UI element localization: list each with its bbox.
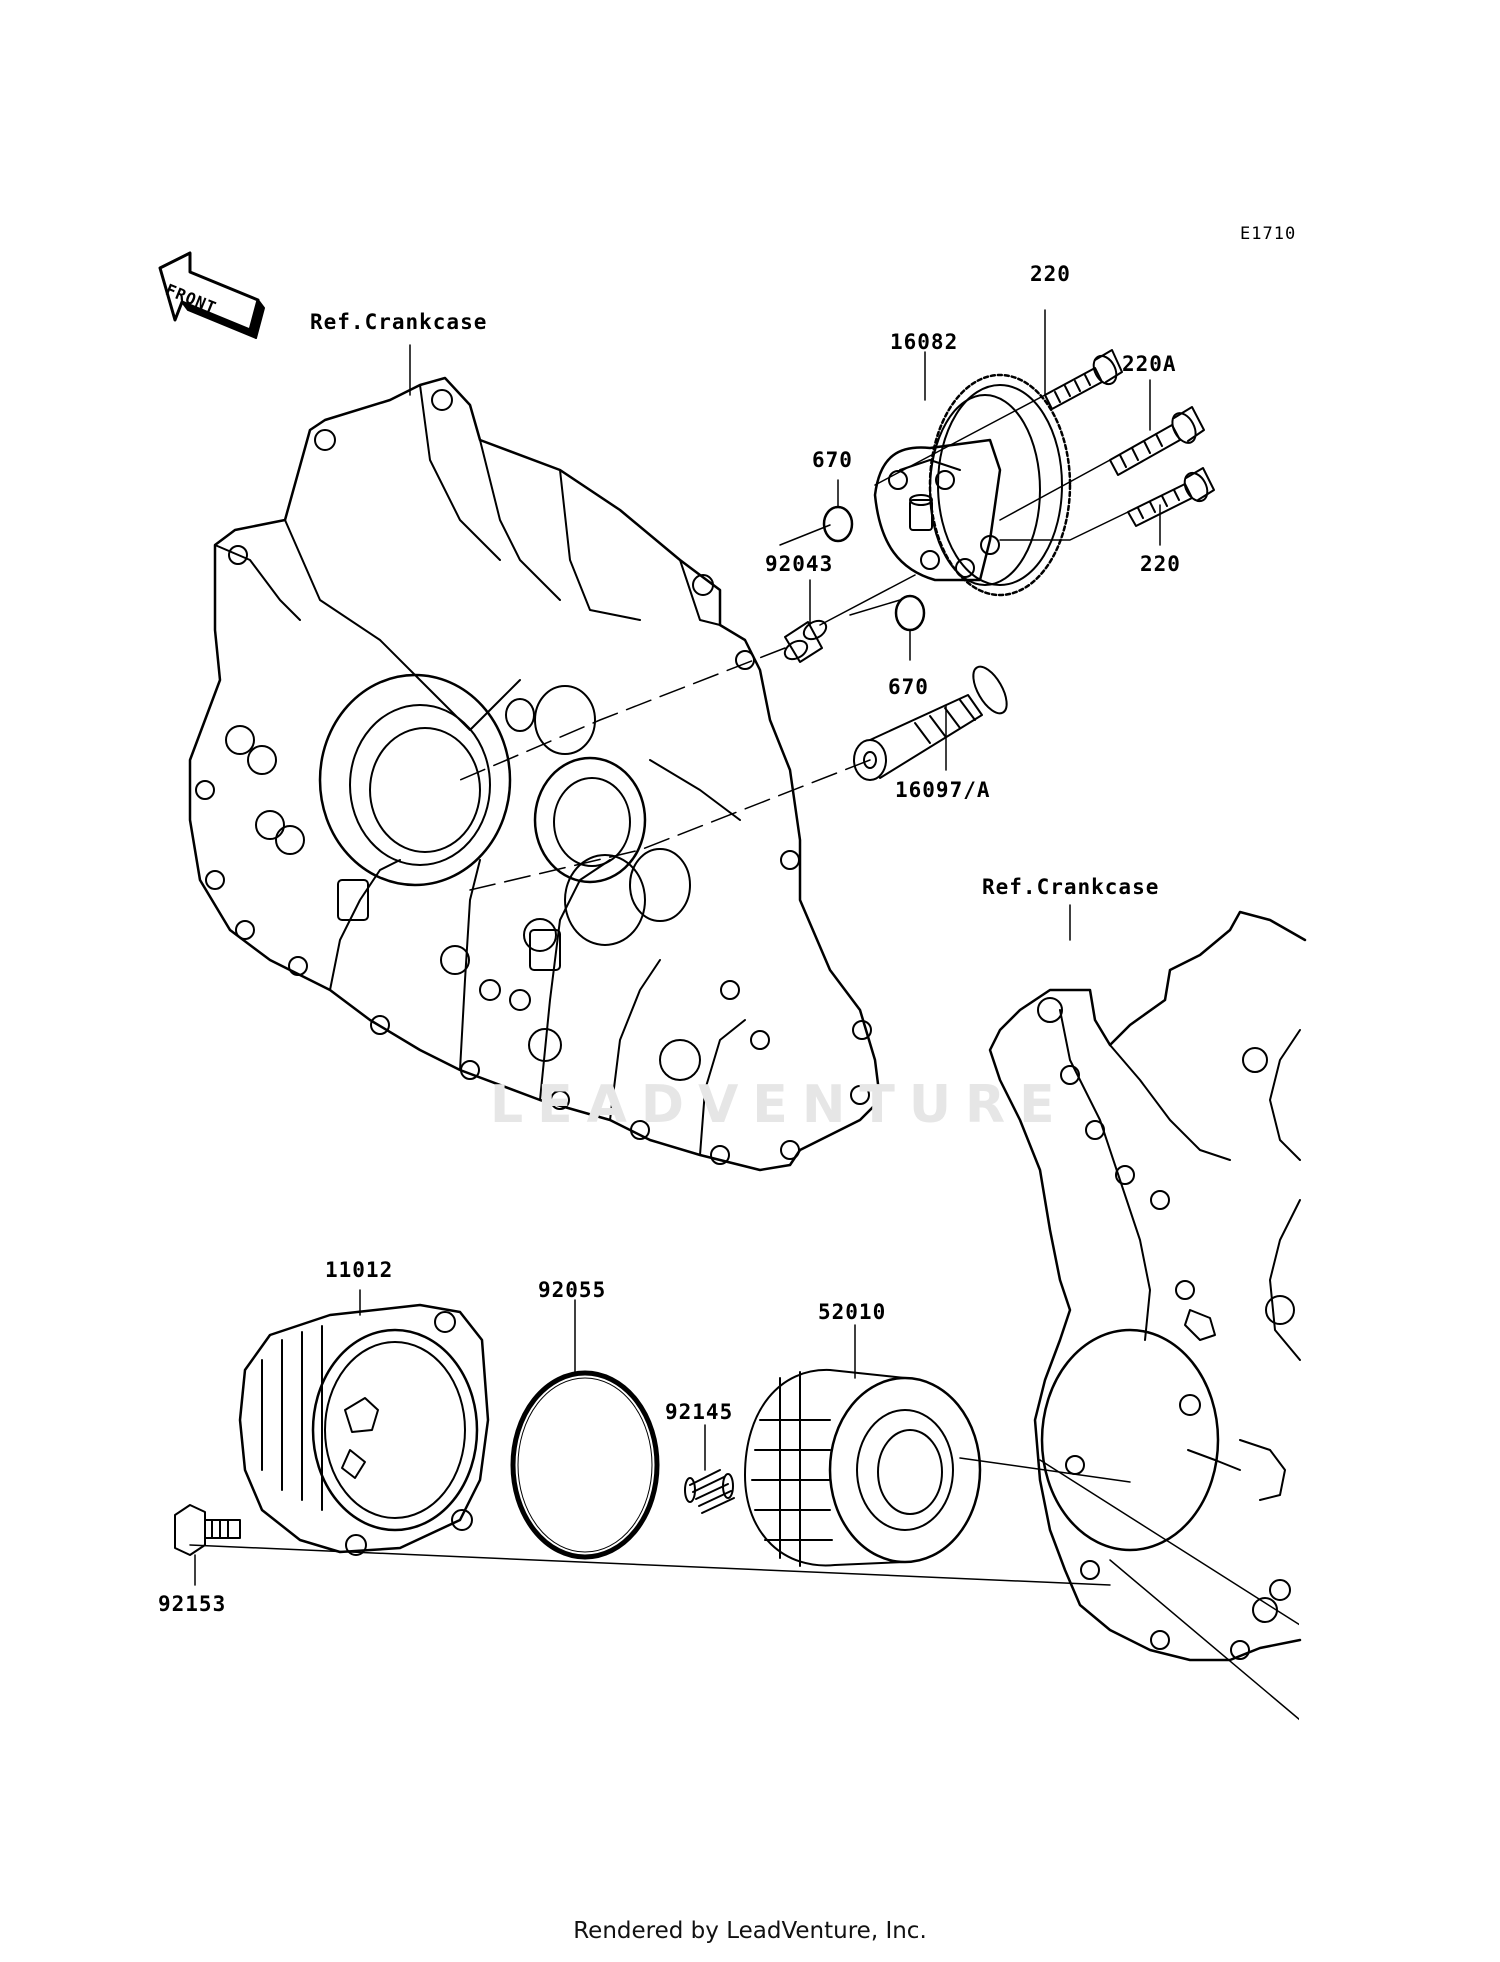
part-number-670-top: 670 bbox=[812, 448, 853, 472]
front-arrow-icon bbox=[160, 253, 264, 338]
bolt-220-top bbox=[1045, 350, 1122, 409]
footer-credit: Rendered by LeadVenture, Inc. bbox=[573, 1918, 927, 1944]
assembly-lines bbox=[190, 395, 1300, 1720]
ref-crankcase-lower: Ref.Crankcase bbox=[982, 875, 1160, 899]
part-number-92055: 92055 bbox=[538, 1278, 607, 1302]
oil-filter-cover bbox=[240, 1305, 488, 1555]
part-number-16082: 16082 bbox=[890, 330, 959, 354]
part-number-220-top: 220 bbox=[1030, 262, 1071, 286]
flange-bolt bbox=[175, 1505, 240, 1555]
spring bbox=[685, 1470, 734, 1513]
part-number-92145: 92145 bbox=[665, 1400, 734, 1424]
lower-crankcase bbox=[990, 912, 1306, 1960]
part-number-16097a: 16097/A bbox=[895, 778, 991, 802]
dowel-pin bbox=[782, 617, 830, 663]
part-number-670-bottom: 670 bbox=[888, 675, 929, 699]
part-number-220-bottom: 220 bbox=[1140, 552, 1181, 576]
diagram-code: E1710 bbox=[1240, 224, 1297, 244]
oil-pump-gear bbox=[875, 375, 1070, 595]
oil-filter-element bbox=[745, 1370, 980, 1566]
ref-crankcase-upper: Ref.Crankcase bbox=[310, 310, 488, 334]
part-number-92153: 92153 bbox=[158, 1592, 227, 1616]
part-number-11012: 11012 bbox=[325, 1258, 394, 1282]
bolt-220-bottom bbox=[1128, 468, 1214, 526]
label-leaders bbox=[195, 310, 1160, 1585]
o-ring-lower bbox=[896, 596, 924, 630]
upper-crankcase bbox=[190, 378, 880, 1170]
part-number-52010: 52010 bbox=[818, 1300, 887, 1324]
part-number-220a: 220A bbox=[1122, 352, 1177, 376]
oil-screen bbox=[854, 661, 1013, 780]
o-ring-upper bbox=[824, 507, 852, 541]
filter-cover-o-ring bbox=[513, 1373, 657, 1557]
part-number-92043: 92043 bbox=[765, 552, 834, 576]
bolt-220a bbox=[1110, 407, 1204, 475]
watermark: LEADVENTURE bbox=[490, 1075, 1069, 1135]
